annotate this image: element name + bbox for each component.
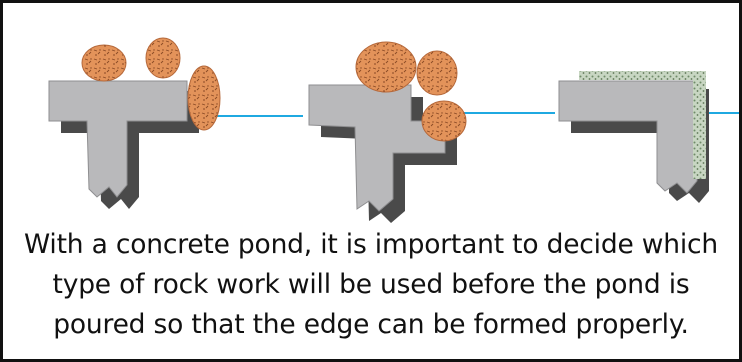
stone-edging-3 xyxy=(579,71,706,179)
concrete-edge-1 xyxy=(48,80,199,209)
panel-1-rounded-rocks xyxy=(48,37,303,209)
caption-line-3: poured so that the edge can be formed pr… xyxy=(53,309,689,340)
pond-edge-diagrams xyxy=(48,37,739,223)
rocks-2 xyxy=(355,41,467,142)
panel-3-stone-edging xyxy=(558,71,739,203)
caption: With a concrete pond, it is important to… xyxy=(3,225,739,345)
rocks-1 xyxy=(81,37,221,131)
caption-line-2: type of rock work will be used before th… xyxy=(52,269,690,300)
caption-line-1: With a concrete pond, it is important to… xyxy=(24,229,718,260)
panel-2-notched-rocks xyxy=(308,41,555,223)
concrete-edge-3 xyxy=(558,80,709,203)
